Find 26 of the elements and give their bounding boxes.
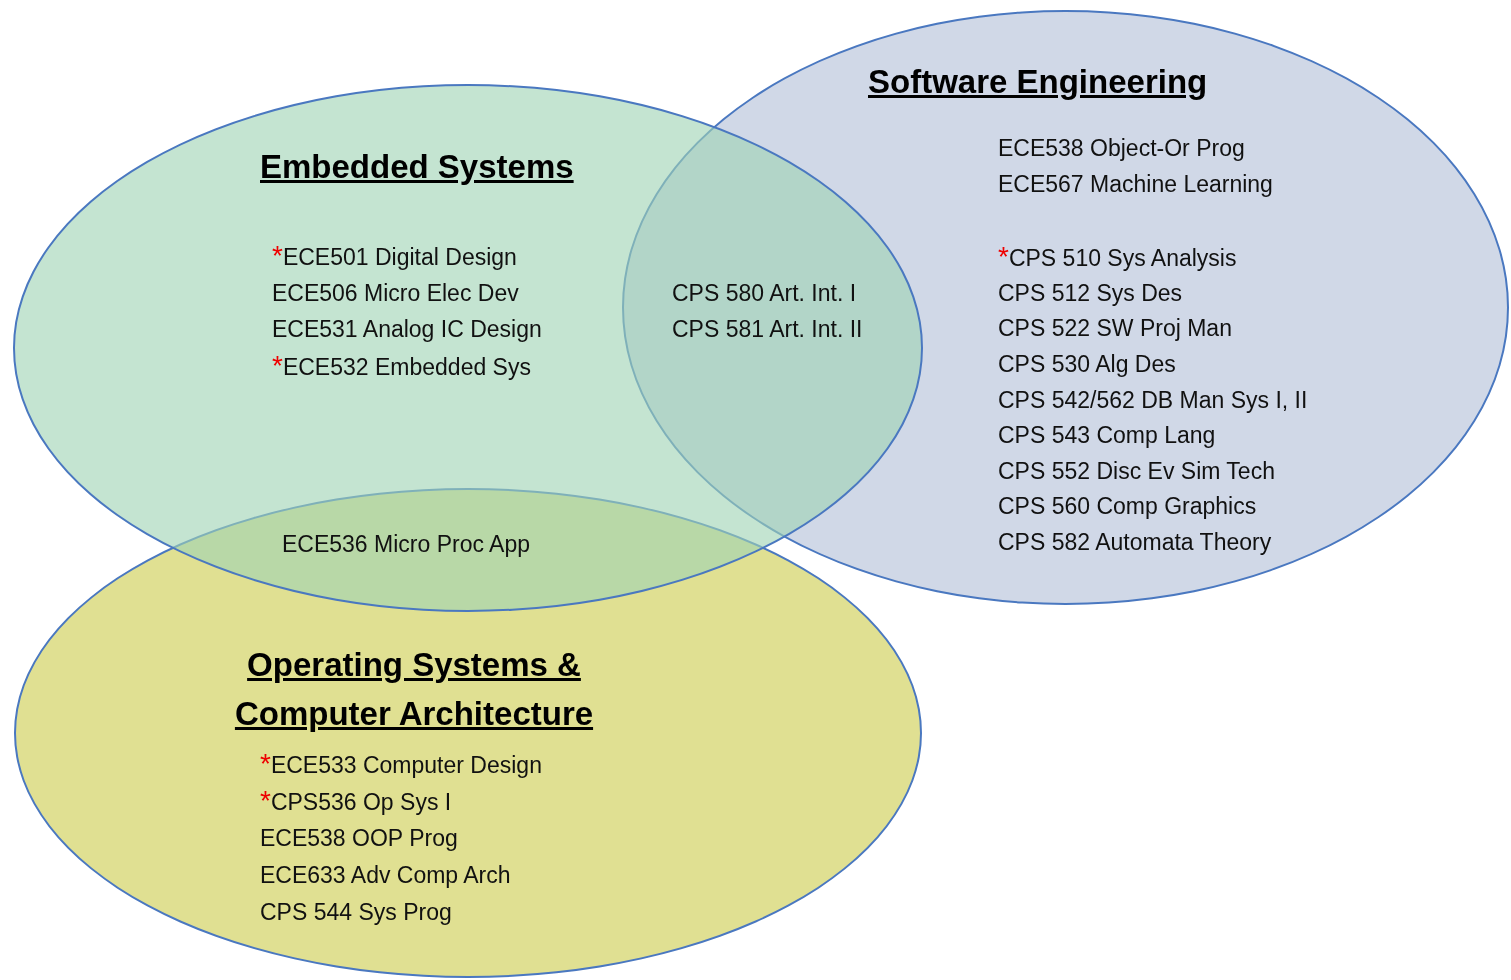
course-label: CPS 560 Comp Graphics xyxy=(998,492,1257,521)
course-label: ECE531 Analog IC Design xyxy=(272,315,542,343)
course-label: *ECE501 Digital Design xyxy=(272,242,517,271)
course-label: CPS 581 Art. Int. II xyxy=(672,315,863,343)
course-label: ECE538 Object-Or Prog xyxy=(998,134,1245,162)
course-label: CPS 582 Automata Theory xyxy=(998,528,1272,556)
set-title: Software Engineering xyxy=(868,63,1208,101)
course-label: ECE633 Adv Comp Arch xyxy=(260,861,511,889)
course-label: CPS 543 Comp Lang xyxy=(998,421,1216,450)
course-label: ECE538 OOP Prog xyxy=(260,824,458,852)
course-label: CPS 512 Sys Des xyxy=(998,278,1183,307)
course-label: CPS 544 Sys Prog xyxy=(260,898,452,926)
course-label: CPS 580 Art. Int. I xyxy=(672,279,857,307)
set-title: Embedded Systems xyxy=(260,148,574,186)
course-label: *CPS 510 Sys Analysis xyxy=(998,243,1237,273)
course-label: *ECE533 Computer Design xyxy=(260,750,542,779)
course-label: CPS 552 Disc Ev Sim Tech xyxy=(998,456,1275,485)
course-label: *ECE532 Embedded Sys xyxy=(272,351,531,381)
course-label: *CPS536 Op Sys I xyxy=(260,787,452,816)
course-label: CPS 542/562 DB Man Sys I, II xyxy=(998,385,1308,414)
course-label: ECE567 Machine Learning xyxy=(998,169,1273,198)
course-label: CPS 522 SW Proj Man xyxy=(998,314,1232,343)
course-label: ECE506 Micro Elec Dev xyxy=(272,278,519,307)
set-title: Operating Systems & Computer Architecture xyxy=(233,645,595,734)
course-label: CPS 530 Alg Des xyxy=(998,350,1176,378)
course-label: ECE536 Micro Proc App xyxy=(282,530,530,558)
